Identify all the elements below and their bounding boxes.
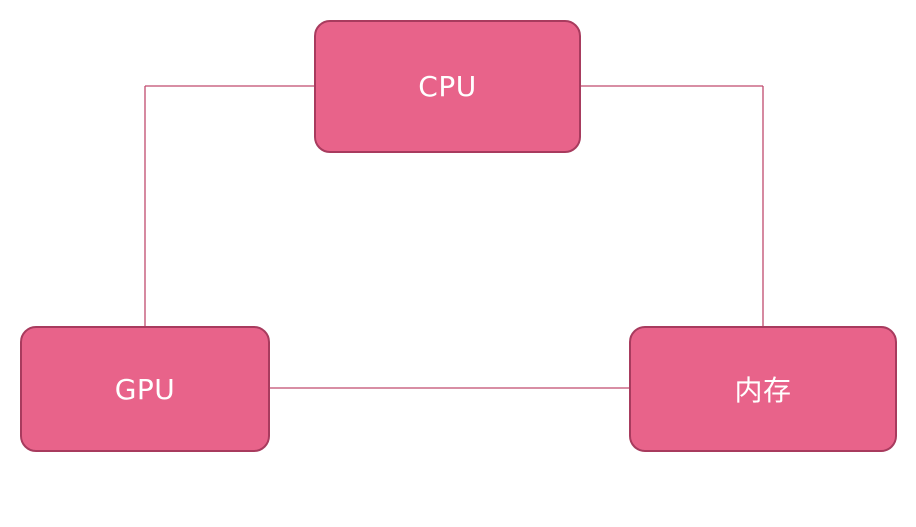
gpu-node: GPU bbox=[20, 326, 270, 452]
memory-node: 内存 bbox=[629, 326, 897, 452]
gpu-node-label: GPU bbox=[114, 372, 176, 406]
cpu-node-label: CPU bbox=[418, 70, 477, 103]
memory-node-label: 内存 bbox=[734, 374, 792, 407]
cpu-node: CPU bbox=[314, 20, 581, 153]
